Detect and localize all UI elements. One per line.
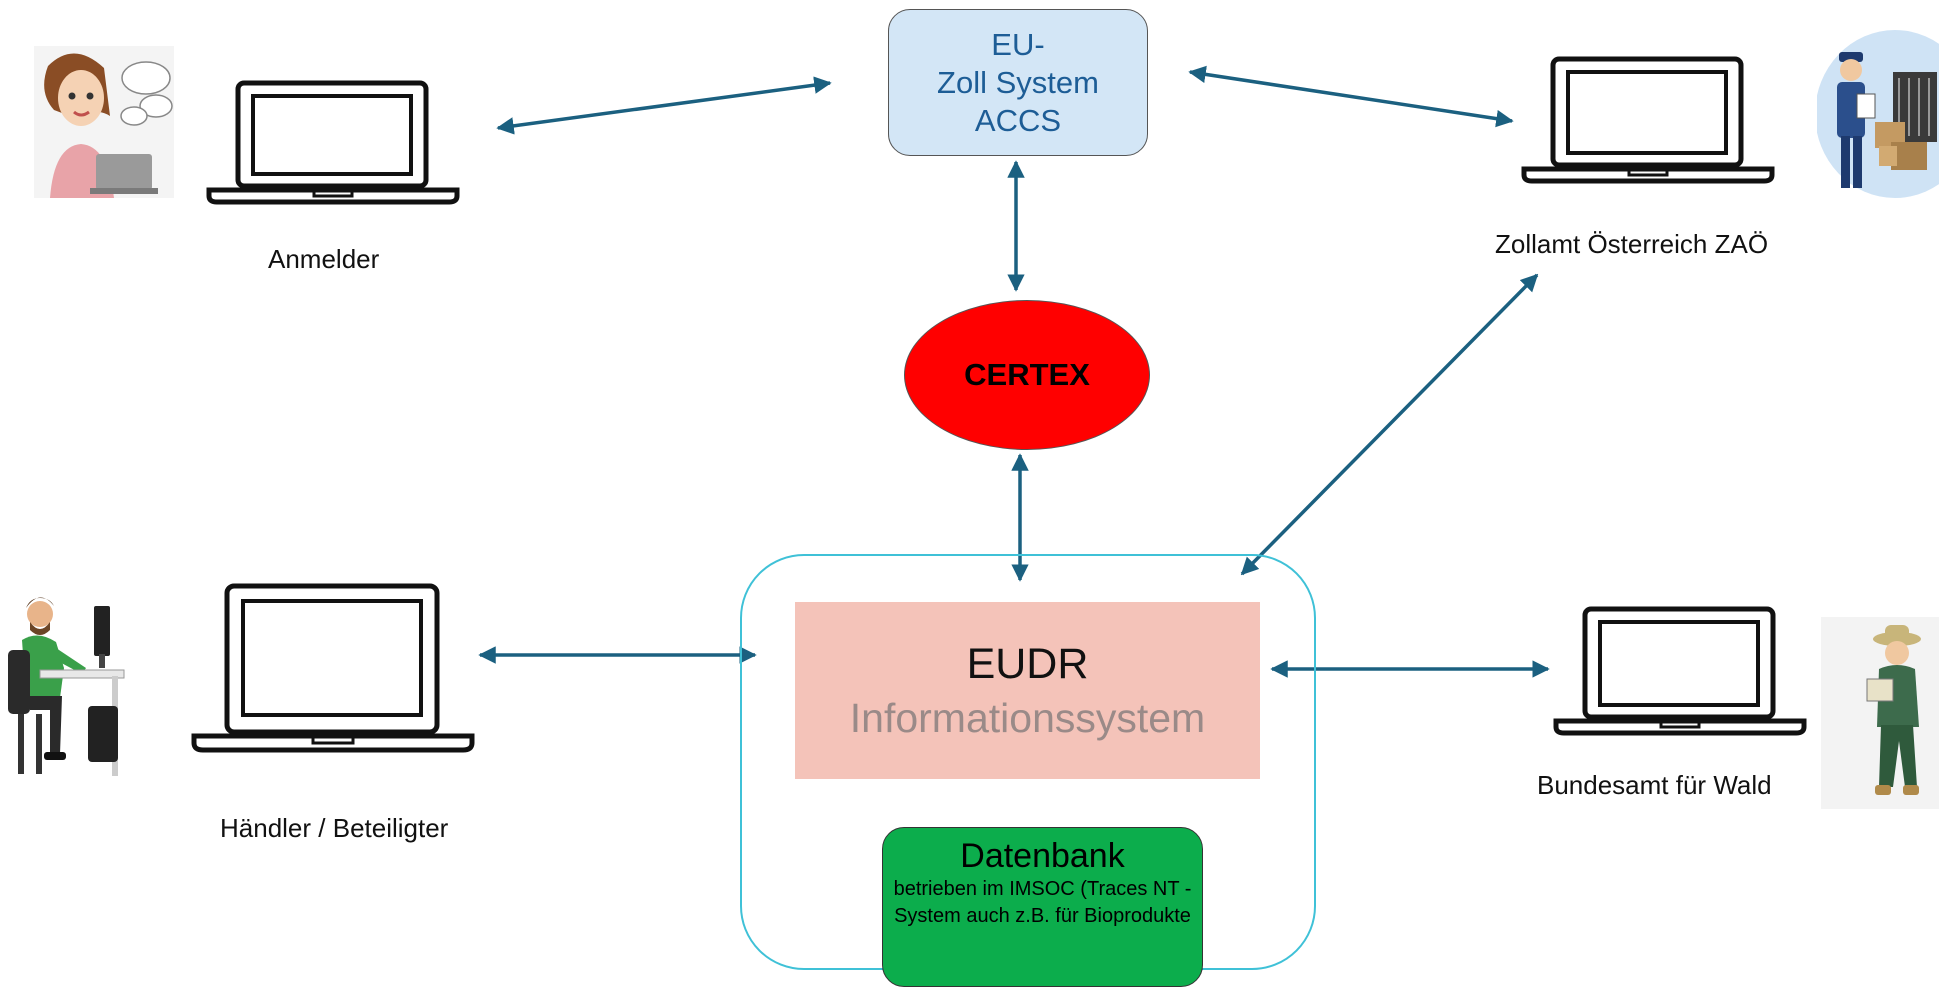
database-box: Datenbank betrieben im IMSOC (Traces NT … [882,827,1203,987]
accs-system-box: EU- Zoll System ACCS [888,9,1148,156]
bundesamt-label: Bundesamt für Wald [1537,770,1772,800]
eudr-title: EUDR [966,639,1089,688]
forest-ranger-icon [1821,617,1939,809]
laptop-icon [191,583,475,753]
woman-laptop-icon [34,46,174,198]
accs-line-1: EU- [991,26,1045,62]
database-title: Datenbank [960,837,1125,875]
zollamt-label: Zollamt Österreich ZAÖ [1495,229,1769,259]
customs-officer-icon [1817,30,1939,198]
accs-line-2: Zoll System [937,64,1099,100]
arrow-zollamt-eudr [1240,273,1539,576]
laptop-icon [1553,606,1807,736]
certex-label: CERTEX [964,357,1090,392]
certex-node: CERTEX [904,300,1150,450]
arrow-accs-zollamt [1188,65,1514,128]
arrow-anmelder-accs [496,76,832,135]
man-desk-icon [8,597,125,776]
anmelder-label: Anmelder [268,244,380,274]
accs-line-3: ACCS [974,102,1062,138]
haendler-label: Händler / Beteiligter [220,813,449,843]
database-description: betrieben im IMSOC (Traces NT - System a… [893,878,1192,927]
eudr-information-system-box: EUDR Informationssystem [795,602,1260,779]
laptop-icon [206,80,460,205]
laptop-icon [1521,56,1775,184]
eudr-subtitle: Informationssystem [849,694,1206,741]
